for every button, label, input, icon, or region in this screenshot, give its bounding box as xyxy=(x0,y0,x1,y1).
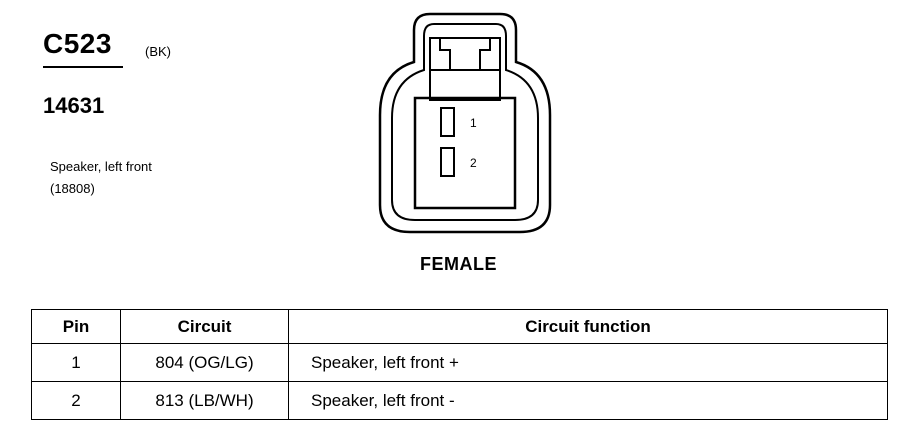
connector-housing-outer xyxy=(378,12,552,234)
connector-face-drawing: 1 2 xyxy=(378,12,552,234)
cell-circuit: 813 (LB/WH) xyxy=(120,381,289,420)
connector-id: C523 xyxy=(43,28,112,59)
header-circuit: Circuit xyxy=(120,309,289,344)
connector-housing-inner xyxy=(391,23,539,221)
table-header-row: Pin Circuit Circuit function xyxy=(31,309,888,344)
terminal-block xyxy=(413,96,517,210)
cell-circuit: 804 (OG/LG) xyxy=(120,343,289,382)
pin-label-1: 1 xyxy=(470,116,477,130)
table-row: 2 813 (LB/WH) Speaker, left front - xyxy=(31,381,888,420)
cell-function: Speaker, left front - xyxy=(288,381,888,420)
component-code: (18808) xyxy=(50,181,95,196)
pin-label-2: 2 xyxy=(470,156,477,170)
component-name: Speaker, left front xyxy=(50,159,152,174)
gender-label: FEMALE xyxy=(420,254,497,274)
table-row: 1 804 (OG/LG) Speaker, left front + xyxy=(31,343,888,382)
pin-cavity-1 xyxy=(440,107,455,137)
cell-function: Speaker, left front + xyxy=(288,343,888,382)
connector-color: (BK) xyxy=(145,44,171,59)
part-number: 14631 xyxy=(43,93,105,118)
cell-pin: 1 xyxy=(31,343,121,382)
header-pin: Pin xyxy=(31,309,121,344)
pin-table: Pin Circuit Circuit function 1 804 (OG/L… xyxy=(31,309,888,420)
pin-cavity-2 xyxy=(440,147,455,177)
connector-id-underline xyxy=(43,66,123,68)
cell-pin: 2 xyxy=(31,381,121,420)
header-circuit-function: Circuit function xyxy=(288,309,888,344)
